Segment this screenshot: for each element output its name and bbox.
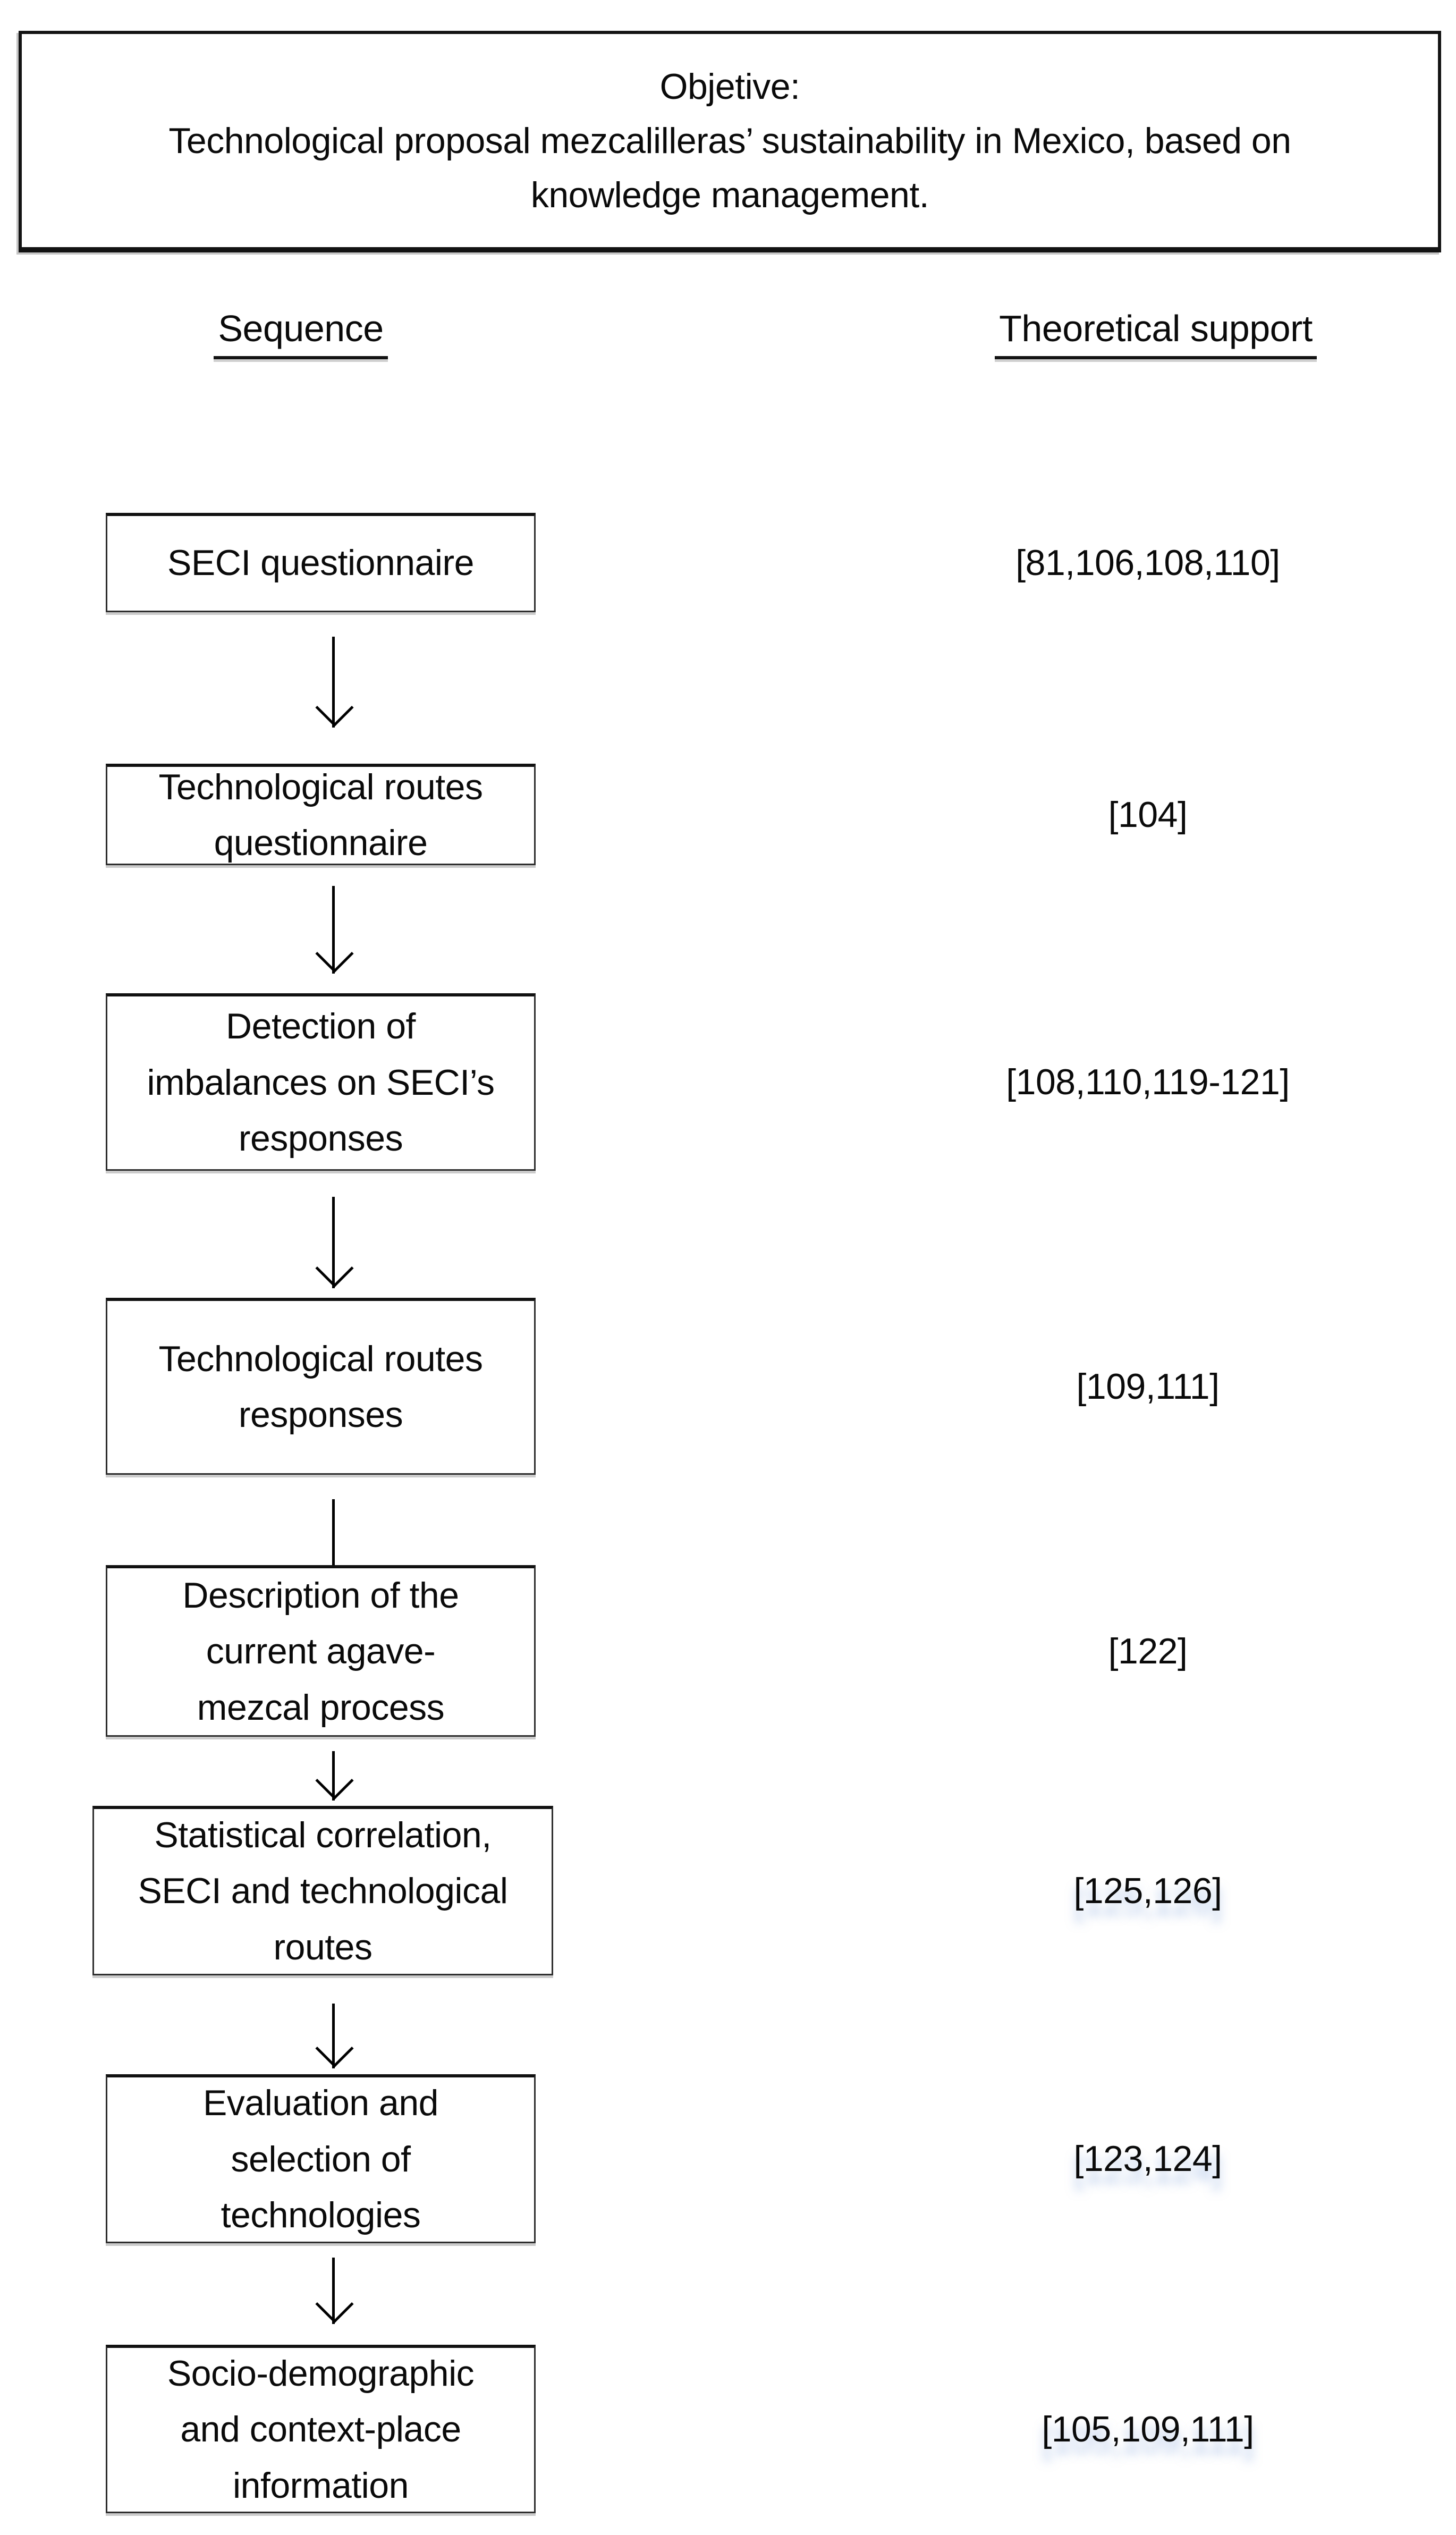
reference-citation: [123,124] xyxy=(1073,2139,1222,2179)
arrow-shaft xyxy=(332,1751,335,1801)
step-box-socio-demographic-information: Socio-demographic and context-place info… xyxy=(106,2345,536,2513)
column-header-theoretical-support: Theoretical support xyxy=(943,307,1368,359)
step-label: Evaluation and selection of technologies xyxy=(203,2083,438,2236)
column-header-sequence: Sequence xyxy=(88,307,513,359)
arrow-down-icon xyxy=(312,637,354,731)
objective-box: Objetive: Technological proposal mezcali… xyxy=(19,31,1441,252)
arrow-shaft xyxy=(332,1197,335,1288)
theoretical-support-header-label: Theoretical support xyxy=(995,307,1317,359)
step-box-detection-of-imbalances: Detection of imbalances on SECI’s respon… xyxy=(106,993,536,1171)
arrow-shaft xyxy=(332,1499,335,1589)
sequence-header-label: Sequence xyxy=(214,307,388,359)
step-box-description-agave-mezcal-process: Description of the current agave- mezcal… xyxy=(106,1565,536,1737)
reference-citation: [104] xyxy=(1108,794,1188,835)
step-label: Description of the current agave- mezcal… xyxy=(182,1575,459,1728)
arrow-head xyxy=(315,2285,354,2323)
arrow-shaft xyxy=(332,886,335,974)
step-box-evaluation-selection-technologies: Evaluation and selection of technologies xyxy=(106,2074,536,2243)
arrow-down-icon xyxy=(312,1499,354,1592)
step-label: Statistical correlation, SECI and techno… xyxy=(138,1814,508,1967)
arrow-head xyxy=(315,934,354,973)
step-box-technological-routes-responses: Technological routes responses xyxy=(106,1298,536,1475)
arrow-head xyxy=(315,2029,354,2068)
step-box-technological-routes-questionnaire: Technological routes questionnaire xyxy=(106,764,536,865)
arrow-down-icon xyxy=(312,2258,354,2327)
step-label: SECI questionnaire xyxy=(167,543,474,584)
reference-citation: [109,111] xyxy=(1076,1366,1220,1407)
arrow-down-icon xyxy=(312,1751,354,1804)
step-box-seci-questionnaire: SECI questionnaire xyxy=(106,513,536,612)
arrow-head xyxy=(315,688,354,727)
reference-citation: [125,126] xyxy=(1073,1870,1222,1911)
reference-citation: [108,110,119-121] xyxy=(1006,1062,1290,1102)
step-label: Socio-demographic and context-place info… xyxy=(167,2353,475,2506)
step-box-statistical-correlation: Statistical correlation, SECI and techno… xyxy=(92,1806,553,1975)
reference-citation: [81,106,108,110] xyxy=(1015,542,1280,583)
arrow-head xyxy=(315,1761,354,1800)
arrow-down-icon xyxy=(312,886,354,977)
arrow-head xyxy=(315,1249,354,1288)
arrow-shaft xyxy=(332,2004,335,2068)
arrow-shaft xyxy=(332,2258,335,2324)
step-label: Technological routes responses xyxy=(158,1338,483,1435)
reference-citation: [122] xyxy=(1108,1630,1188,1671)
reference-citation: [105,109,111] xyxy=(1042,2409,1254,2449)
arrow-down-icon xyxy=(312,1197,354,1291)
step-label: Technological routes questionnaire xyxy=(158,766,483,863)
arrow-shaft xyxy=(332,637,335,728)
step-label: Detection of imbalances on SECI’s respon… xyxy=(147,1006,495,1159)
arrow-down-icon xyxy=(312,2004,354,2072)
objective-text: Objetive: Technological proposal mezcali… xyxy=(168,66,1291,215)
